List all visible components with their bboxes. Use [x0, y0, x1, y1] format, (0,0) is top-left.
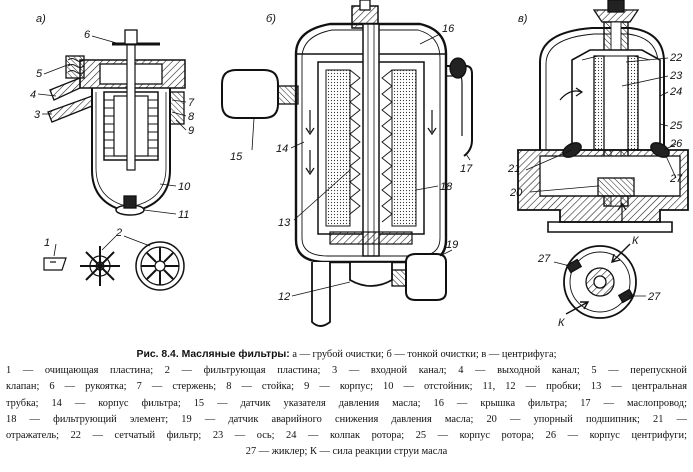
caption-line-title: Рис. 8.4. Масляные фильтры: а — грубой о…	[6, 347, 687, 363]
callout-24: 24	[669, 86, 682, 98]
callout-4: 4	[30, 89, 36, 101]
callout-labels: а) б) в) 6 5 4 3 7 8 9 10 11 1 2 13 14 1…	[30, 13, 683, 329]
centrifuge-top-view	[563, 243, 637, 319]
caption-line-6: отражатель; 22 — сетчатый фильтр; 23 — о…	[6, 430, 687, 442]
callout-1: 1	[44, 237, 50, 249]
callout-20: 20	[509, 187, 523, 199]
callout-17: 17	[460, 163, 473, 175]
callout-22: 22	[669, 52, 682, 64]
callout-9: 9	[188, 125, 194, 137]
callout-27-top-right: 27	[647, 291, 661, 303]
caption-line-3: клапан; 6 — рукоятка; 7 — стержень; 8 — …	[6, 381, 687, 393]
callout-16: 16	[442, 23, 455, 35]
callout-6: 6	[84, 29, 91, 41]
panel-label-b: б)	[266, 13, 276, 25]
panel-label-a: а)	[36, 13, 46, 25]
callout-k-bottom: К	[558, 317, 565, 329]
oil-filters-figure: а) б) в) 6 5 4 3 7 8 9 10 11 1 2 13 14 1…	[30, 0, 689, 329]
callout-18: 18	[440, 181, 453, 193]
callout-27-side: 27	[669, 173, 683, 185]
callout-27-top-left: 27	[537, 253, 551, 265]
filter-fine-drawing	[221, 0, 473, 327]
caption-line-2: 1 — очищающая пластина; 2 — фильтрующая …	[6, 365, 687, 377]
panel-label-c: в)	[518, 13, 528, 25]
callout-k-top: К	[632, 235, 639, 247]
callout-25: 25	[669, 120, 683, 132]
caption-line-5: 18 — фильтрующий элемент; 19 — датчик ав…	[6, 413, 687, 425]
figure-caption: Рис. 8.4. Масляные фильтры: а — грубой о…	[6, 347, 687, 460]
callout-21: 21	[507, 163, 520, 175]
plates-drawing	[43, 241, 185, 291]
callout-13: 13	[278, 217, 291, 229]
callout-10: 10	[178, 181, 191, 193]
callout-26: 26	[669, 138, 683, 150]
callout-12: 12	[278, 291, 290, 303]
callout-15: 15	[230, 151, 243, 163]
callout-5: 5	[36, 68, 43, 80]
caption-subtitle: а — грубой очистки; б — тонкой очистки; …	[292, 349, 557, 360]
callout-11: 11	[178, 209, 189, 221]
callout-leaders	[37, 33, 677, 297]
caption-line-7: 27 — жиклер; К — сила реакции струи масл…	[245, 446, 448, 458]
centrifuge-drawing	[517, 0, 689, 233]
callout-14: 14	[276, 143, 288, 155]
caption-line-4: трубка; 14 — корпус фильтра; 15 — датчик…	[6, 397, 687, 409]
callout-19: 19	[446, 239, 458, 251]
callout-8: 8	[188, 111, 195, 123]
callout-23: 23	[669, 70, 683, 82]
filter-coarse-drawing	[47, 29, 186, 216]
callout-7: 7	[188, 97, 195, 109]
caption-title: Рис. 8.4. Масляные фильтры:	[136, 349, 290, 360]
callout-2: 2	[115, 227, 122, 239]
callout-3: 3	[34, 109, 41, 121]
